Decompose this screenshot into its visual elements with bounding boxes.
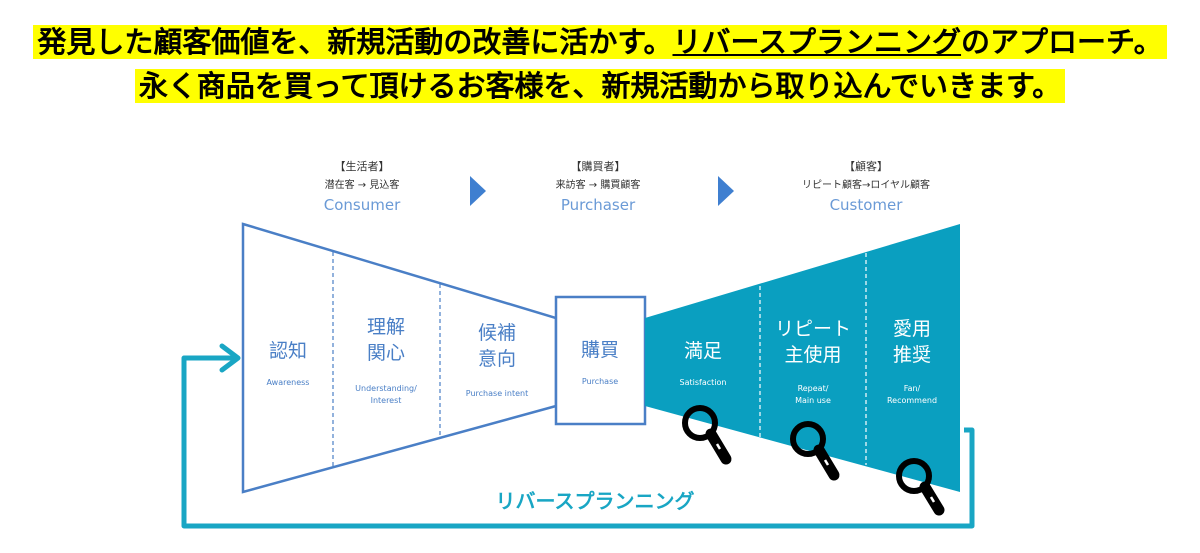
stage-consumer: 【生活者】 潜在客 → 見込客 Consumer [324,159,401,214]
customer-stage-en-1: Fan/ [904,384,921,393]
customer-stage-jp-2: 主使用 [784,344,841,366]
stage-consumer-sub: 潜在客 → 見込客 [325,178,400,191]
headline-line-2: 永く商品を買って頂けるお客様を、新規活動から取り込んでいきます。 [0,66,1200,106]
customer-stage-jp-1: 満足 [684,340,722,362]
funnel-stage-jp-1: 認知 [269,340,307,362]
purchase-en: Purchase [582,377,618,386]
reverse-loop-arrow [181,355,975,529]
stage-purchaser-sub: 来訪客 → 購買顧客 [556,178,641,191]
funnel-stage-en-2: Interest [371,396,402,405]
stage-purchaser-en: Purchaser [561,196,636,214]
funnel-stage-jp-2: 関心 [367,342,405,364]
stage-consumer-bracket: 【生活者】 [335,159,390,173]
headline-line-1-before: 発見した顧客価値を、新規活動の改善に活かす。 [37,25,673,59]
customer-stage-jp-2: 推奨 [893,344,931,366]
loop-label: リバースプランニング [496,489,695,513]
funnel-stage-jp-1: 理解 [367,316,405,338]
funnel-stage-understanding: 理解 関心 Understanding/ Interest [355,316,417,405]
purchase-jp: 購買 [581,339,619,361]
customer-stage-jp-1: リピート [775,318,851,340]
headline-line-1-after: のアプローチ。 [961,25,1163,59]
stage-customer: 【顧客】 リピート顧客→ロイヤル顧客 Customer [802,159,930,214]
funnel-stage-purchase-intent: 候補 意向 Purchase intent [466,322,528,398]
customer-stage-en-1: Satisfaction [680,378,727,387]
funnel-stage-awareness: 認知 Awareness [267,340,310,387]
customer-stage-repeat: リピート 主使用 Repeat/ Main use [775,318,851,405]
customer-stage-en-1: Repeat/ [798,384,829,393]
customer-stage-jp-1: 愛用 [893,318,931,340]
magnifier-icon [682,405,732,465]
purchase-box [554,295,647,426]
funnel-stage-en-1: Understanding/ [355,384,417,393]
stage-customer-sub: リピート顧客→ロイヤル顧客 [802,178,930,191]
headline-line-1: 発見した顧客価値を、新規活動の改善に活かす。リバースプランニングのアプローチ。 [0,22,1200,62]
retention-funnel [645,224,960,492]
stage-purchaser: 【購買者】 来訪客 → 購買顧客 Purchaser [556,159,641,214]
triangle-arrow-icon [718,176,734,206]
headline-line-2-text: 永く商品を買って頂けるお客様を、新規活動から取り込んでいきます。 [134,69,1066,103]
customer-stage-en-2: Recommend [887,396,937,405]
funnel-stage-jp-1: 候補 [478,322,516,344]
magnifier-icon [896,458,945,516]
magnifier-icon [790,421,840,481]
stage-customer-bracket: 【顧客】 [844,159,888,173]
funnel-stage-en-1: Purchase intent [466,389,528,398]
stage-consumer-en: Consumer [324,196,401,214]
triangle-arrow-icon [470,176,486,206]
stage-customer-en: Customer [830,196,904,214]
loop-arrowhead-icon [219,343,241,373]
customer-stage-satisfaction: 満足 Satisfaction [680,340,727,387]
funnel-stage-jp-2: 意向 [478,348,516,370]
customer-stage-en-2: Main use [795,396,831,405]
customer-stage-fan: 愛用 推奨 Fan/ Recommend [887,318,937,405]
headline-line-1-underlined: リバースプランニング [672,25,962,59]
stage-purchaser-bracket: 【購買者】 [571,159,626,173]
funnel-stage-en-1: Awareness [267,378,310,387]
